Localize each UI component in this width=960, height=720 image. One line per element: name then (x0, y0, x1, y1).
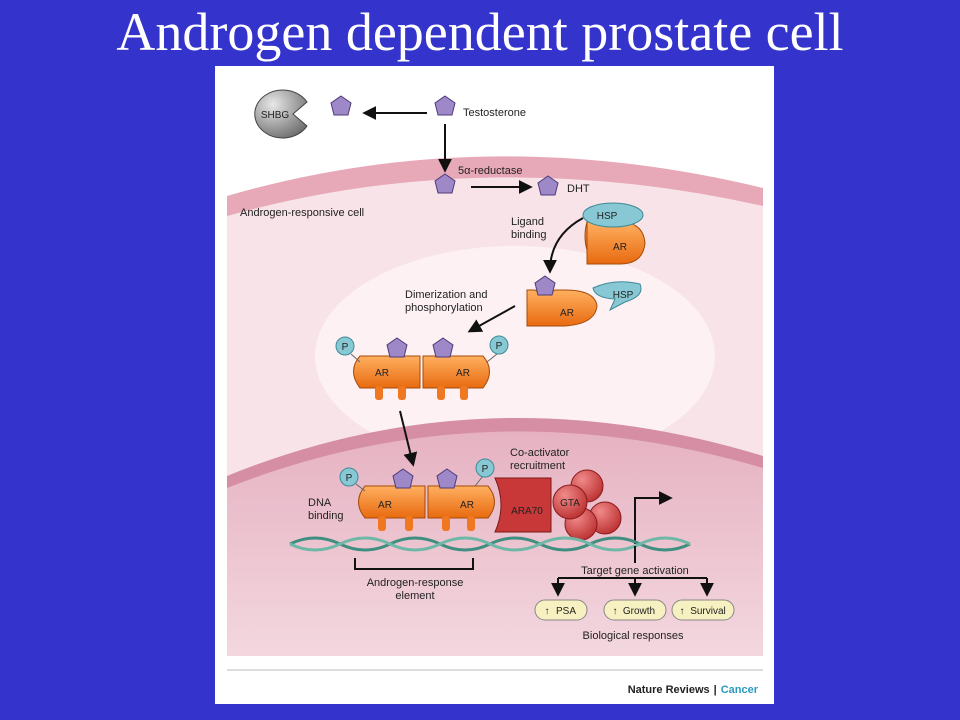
ligand-binding-label-2: binding (511, 229, 546, 241)
phosphate-left (335, 336, 355, 356)
phosphate-label-nuclear-right: P (482, 464, 489, 475)
dht-dimer-right (432, 337, 454, 358)
growth-label: Growth (623, 606, 655, 617)
phosphate-label-right: P (496, 341, 503, 352)
phosphate-right (489, 335, 509, 355)
credit-brand: Nature Reviews (628, 684, 710, 696)
are-label-1: Androgen-response (367, 577, 464, 589)
survival-label: Survival (690, 606, 726, 617)
coactivator-label-2: recruitment (510, 460, 565, 472)
hsp-label-bound: HSP (597, 211, 618, 222)
nucleus (227, 431, 763, 656)
transcription-start-arrow (634, 491, 673, 544)
are-bracket (354, 558, 474, 570)
dht-nuclear-right (436, 468, 458, 489)
arrow-to-nucleus (399, 410, 418, 467)
credit-journal: Cancer (721, 684, 759, 696)
testosterone-on-shbg (330, 95, 352, 116)
arrow-ligand-binding (543, 217, 584, 274)
dht-in-ar (534, 275, 556, 296)
ara70-coactivator: ARA70 (494, 477, 552, 533)
ar-dimer-nucleus: AR AR P P (339, 458, 495, 531)
ar-label-dimer-left: AR (375, 368, 389, 379)
up-arrow-icon: ↑ (545, 606, 550, 617)
ar-label-1: AR (613, 242, 627, 253)
dht-label: DHT (567, 183, 590, 195)
up-arrow-icon: ↑ (613, 606, 618, 617)
gta-label: GTA (560, 498, 580, 509)
gta-complex: GTA (552, 469, 622, 541)
slide-title: Androgen dependent prostate cell (116, 2, 844, 62)
phosphate-label-left: P (342, 342, 349, 353)
credit-line: Nature Reviews | Cancer (628, 684, 759, 696)
ligand-binding-label-1: Ligand (511, 216, 544, 228)
ar-hsp-complex: HSP AR (582, 202, 646, 265)
dht-dimer-left (386, 337, 408, 358)
dna-binding-label-1: DNA (308, 497, 332, 509)
testosterone-label: Testosterone (463, 107, 526, 119)
response-psa: ↑ PSA (534, 599, 588, 621)
response-survival: ↑ Survival (671, 599, 735, 621)
phosphate-nuclear-left (339, 467, 359, 487)
credit-separator: | (714, 684, 717, 696)
pathway-figure: SHBG Testosterone 5α-reductase DHT Andro… (215, 66, 774, 704)
hsp-bound (582, 202, 644, 228)
hsp-label-released: HSP (613, 290, 634, 301)
reductase-label: 5α-reductase (458, 165, 522, 177)
ar-label-2: AR (560, 308, 574, 319)
dht-hormone (537, 175, 559, 196)
arrow-dimerization (467, 305, 516, 333)
ara70-label: ARA70 (511, 506, 543, 517)
are-label-2: element (395, 590, 434, 602)
ar-label-dimer-right: AR (456, 368, 470, 379)
up-arrow-icon: ↑ (680, 606, 685, 617)
dimerization-label-2: phosphorylation (405, 302, 483, 314)
shbg-protein: SHBG (254, 89, 308, 139)
phosphate-nuclear-right (475, 458, 495, 478)
ar-label-nuclear-right: AR (460, 500, 474, 511)
psa-label: PSA (556, 606, 576, 617)
testosterone-hormone (434, 95, 456, 116)
biological-responses-label: Biological responses (583, 630, 684, 642)
dna-helix (289, 536, 691, 552)
ar-label-nuclear-left: AR (378, 500, 392, 511)
dimerization-label-1: Dimerization and (405, 289, 488, 301)
response-growth: ↑ Growth (603, 599, 667, 621)
testosterone-intracellular (434, 173, 456, 194)
cell-label: Androgen-responsive cell (240, 207, 364, 219)
target-gene-label: Target gene activation (581, 565, 689, 577)
hsp-released: HSP (592, 281, 642, 312)
dna-binding-label-2: binding (308, 510, 343, 522)
shbg-label: SHBG (261, 110, 290, 121)
coactivator-label-1: Co-activator (510, 447, 570, 459)
phosphate-label-nuclear-left: P (346, 473, 353, 484)
ar-ligand-bound: AR (526, 275, 598, 327)
ar-dimer-cytoplasm: AR AR P P (335, 335, 509, 400)
dht-nuclear-left (392, 468, 414, 489)
